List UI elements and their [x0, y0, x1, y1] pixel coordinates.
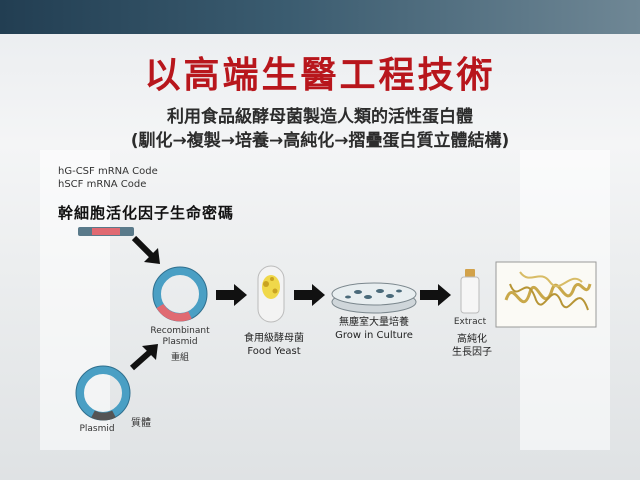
vial-icon [460, 269, 480, 314]
arrow-up-right-icon [130, 344, 158, 371]
protein-structure-image [495, 261, 597, 328]
subtitle-1: 利用食品級酵母菌製造人類的活性蛋白體 [167, 107, 473, 127]
arrow-down-right-icon [131, 235, 160, 264]
subtitle-2: (馴化→複製→培養→高純化→摺疊蛋白質立體結構) [130, 131, 510, 151]
plasmid-label: Plasmid [79, 424, 115, 434]
page-title: 以高端生醫工程技術 [144, 55, 496, 96]
gene-label: 幹細胞活化因子生命密碼 [58, 204, 235, 222]
recombinant-plasmid-icon [152, 266, 208, 322]
arrow-right-icon [420, 284, 451, 306]
arrow-right-icon [294, 284, 325, 306]
top-banner [0, 0, 640, 34]
gene-insert-icon [78, 227, 134, 236]
plasmid-zh-label: 質體 [131, 418, 151, 429]
yeast-label: 食用級酵母菌 Food Yeast [244, 333, 304, 357]
extract-label: Extract [453, 317, 487, 327]
culture-label: 無塵室大量培養 Grow in Culture [335, 317, 413, 341]
arrow-right-icon [216, 284, 247, 306]
recombinant-label: Recombinant Plasmid [150, 326, 210, 347]
plasmid-icon [75, 365, 131, 421]
window-glare [40, 150, 110, 450]
culture-dish-icon [331, 282, 417, 314]
yeast-icon [257, 265, 285, 323]
code-label-scf: hSCF mRNA Code [58, 179, 147, 190]
code-label-gcsf: hG-CSF mRNA Code [58, 166, 158, 177]
growth-factor-label: 高純化 生長因子 [452, 334, 492, 358]
recombinant-zh-label: 重組 [170, 353, 189, 363]
